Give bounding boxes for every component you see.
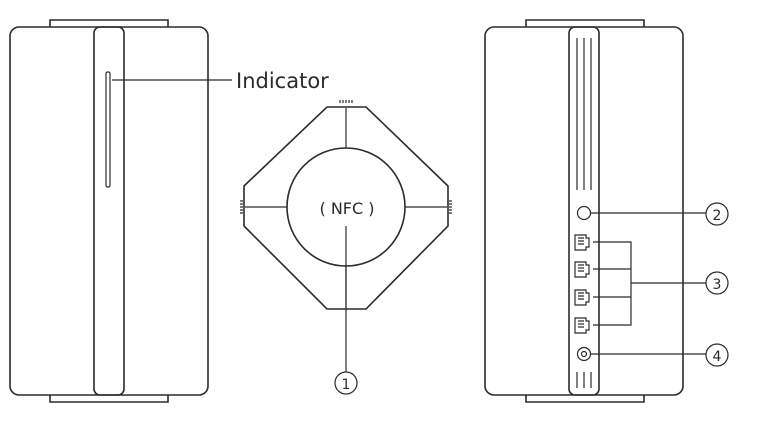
front-top-cap [50, 20, 168, 27]
callout-3-number: 3 [713, 277, 722, 293]
indicator-light [106, 72, 110, 187]
back-bottom-cap [526, 395, 644, 402]
callout-4-number: 4 [713, 349, 722, 365]
callout-2-number: 2 [713, 208, 722, 224]
indicator-label: Indicator [236, 69, 329, 93]
back-top-cap [526, 20, 644, 27]
top-vents [577, 38, 591, 190]
power-jack-pin [582, 352, 587, 357]
right-tick-marks [449, 201, 452, 213]
ethernet-ports [575, 235, 589, 333]
reset-button [578, 207, 591, 220]
callout-3-bracket [593, 242, 706, 325]
ethernet-port-1 [575, 235, 589, 250]
ethernet-port-2 [575, 262, 589, 277]
top-tick-marks [340, 100, 352, 103]
router-back-view: 2 3 4 [485, 20, 728, 402]
router-front-view: Indicator [10, 20, 329, 402]
ethernet-port-3 [575, 290, 589, 305]
nfc-label: ( NFC ) [320, 199, 375, 218]
front-body [10, 27, 208, 395]
ethernet-port-4 [575, 318, 589, 333]
front-center-panel [94, 27, 124, 395]
router-top-view: ( NFC ) 1 [240, 100, 452, 394]
left-tick-marks [240, 201, 243, 213]
front-bottom-cap [50, 395, 168, 402]
power-jack [578, 348, 591, 361]
bottom-vents [577, 372, 591, 388]
callout-1-number: 1 [342, 377, 351, 393]
